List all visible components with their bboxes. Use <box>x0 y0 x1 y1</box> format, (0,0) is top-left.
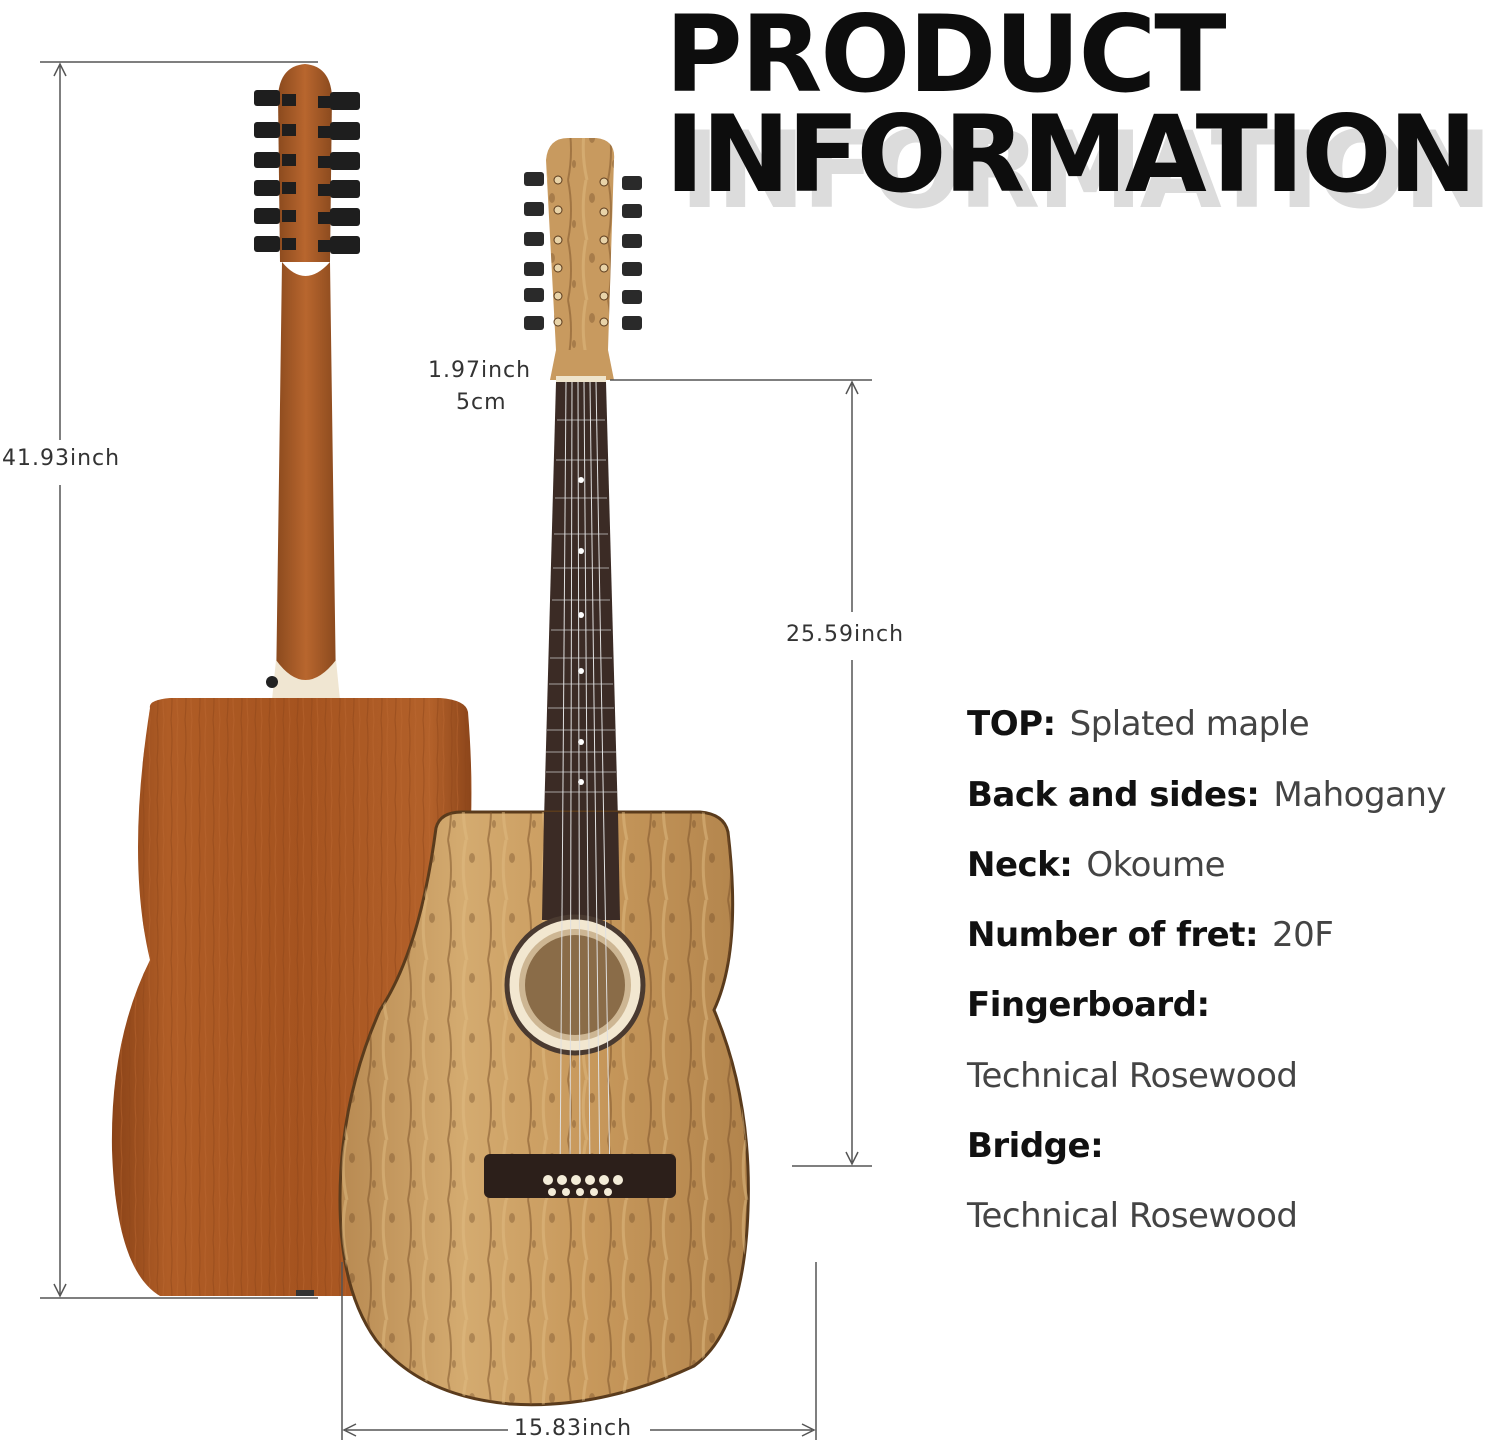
spec-bridge-label: Bridge: <box>967 1126 1104 1166</box>
scale-length-label: 25.59inch <box>786 622 905 647</box>
spec-frets-label: Number of fret: <box>967 915 1259 955</box>
spec-frets-value: 20F <box>1272 915 1334 955</box>
spec-frets: Number of fret: 20F <box>967 915 1334 955</box>
total-length-label: 41.93inch <box>2 446 121 471</box>
spec-bridge: Bridge: <box>967 1126 1104 1166</box>
spec-fingerboard-label: Fingerboard: <box>967 985 1210 1025</box>
spec-neck: Neck: Okoume <box>967 845 1226 885</box>
nut-width-metric-label: 5cm <box>456 390 507 415</box>
page-title-line2: INFORMATION <box>665 93 1477 216</box>
spec-back-sides-label: Back and sides: <box>967 775 1260 815</box>
spec-bridge-value: Technical Rosewood <box>967 1196 1298 1236</box>
page-title-line1: PRODUCT <box>665 0 1227 116</box>
spec-top-value: Splated maple <box>1069 704 1310 744</box>
guitar-front-view <box>338 138 750 1407</box>
spec-top: TOP: Splated maple <box>967 704 1310 744</box>
spec-fingerboard-value: Technical Rosewood <box>967 1056 1298 1096</box>
nut-width-label: 1.97inch <box>428 358 532 383</box>
body-width-label: 15.83inch <box>514 1416 633 1441</box>
spec-fingerboard: Fingerboard: <box>967 985 1210 1025</box>
spec-back-sides-value: Mahogany <box>1273 775 1447 815</box>
spec-top-label: TOP: <box>967 704 1056 744</box>
spec-back-sides: Back and sides: Mahogany <box>967 775 1447 815</box>
title-shadow: INFORMATION <box>680 109 1492 232</box>
dimension-lines <box>40 61 872 1440</box>
spec-neck-value: Okoume <box>1086 845 1226 885</box>
spec-neck-label: Neck: <box>967 845 1073 885</box>
